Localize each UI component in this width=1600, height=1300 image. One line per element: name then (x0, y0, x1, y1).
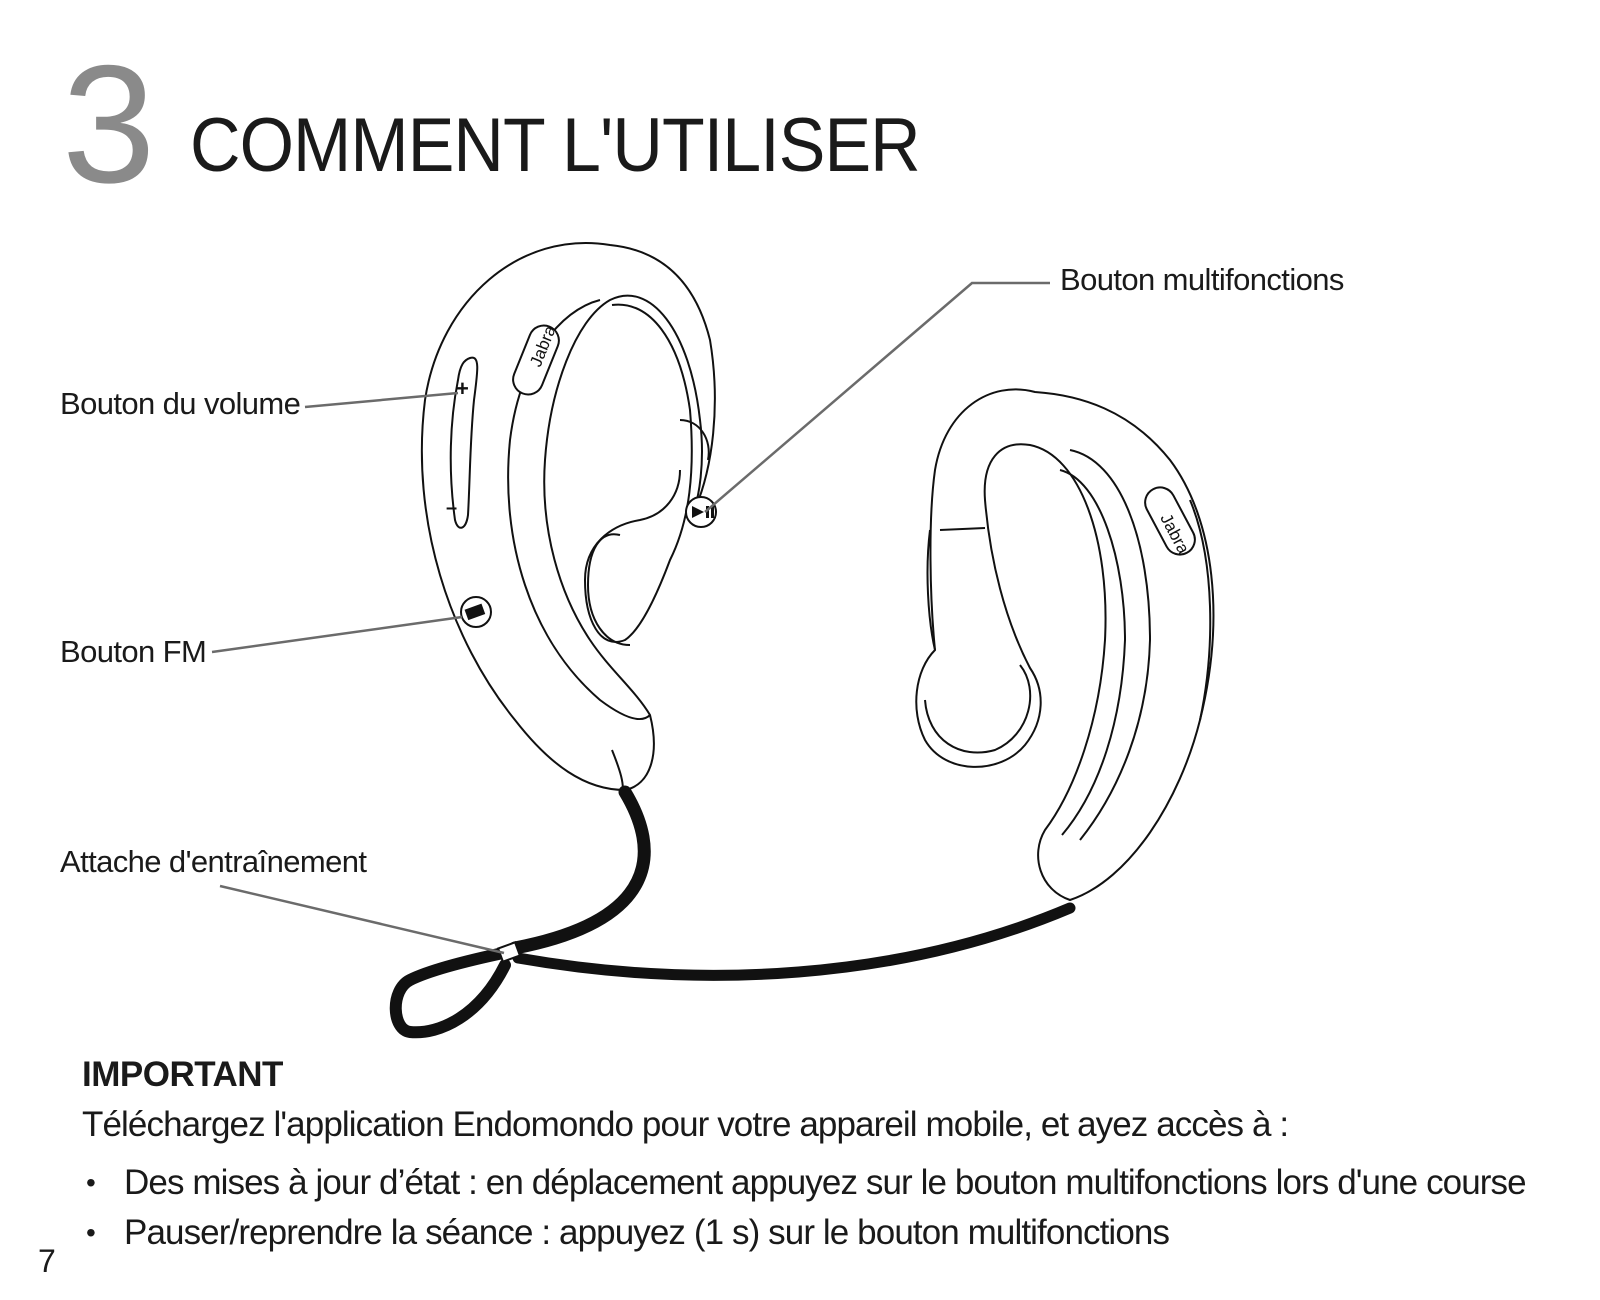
leader-multifunction (704, 281, 1050, 513)
important-heading: IMPORTANT (82, 1055, 283, 1094)
leader-fm (211, 615, 463, 654)
sport-clip (496, 941, 522, 963)
bullet-item: Pauser/reprendre la séance : appuyez (1 … (82, 1208, 1526, 1258)
important-bullets: Des mises à jour d’état : en déplacement… (82, 1158, 1527, 1258)
volume-plus-icon: + (456, 376, 469, 401)
volume-minus-icon: – (446, 497, 457, 519)
label-sport-clip: Attache d'entraînement (60, 844, 367, 879)
callout-lines (211, 281, 1050, 955)
right-earpiece (915, 388, 1215, 902)
neck-cord (389, 785, 1076, 1039)
chapter-title: COMMENT L'UTILISER (190, 103, 921, 188)
chapter-number: 3 (62, 30, 156, 218)
fm-icon (464, 603, 486, 621)
left-earpiece (420, 242, 717, 796)
important-intro: Téléchargez l'application Endomondo pour… (82, 1105, 1289, 1144)
label-multifunction-button: Bouton multifonctions (1060, 262, 1344, 297)
page-number: 7 (38, 1243, 56, 1279)
bullet-item: Des mises à jour d’état : en déplacement… (82, 1158, 1527, 1208)
leader-volume (304, 391, 459, 409)
leader-clip (219, 884, 505, 955)
label-volume-button: Bouton du volume (60, 386, 301, 421)
label-fm-button: Bouton FM (60, 634, 207, 669)
